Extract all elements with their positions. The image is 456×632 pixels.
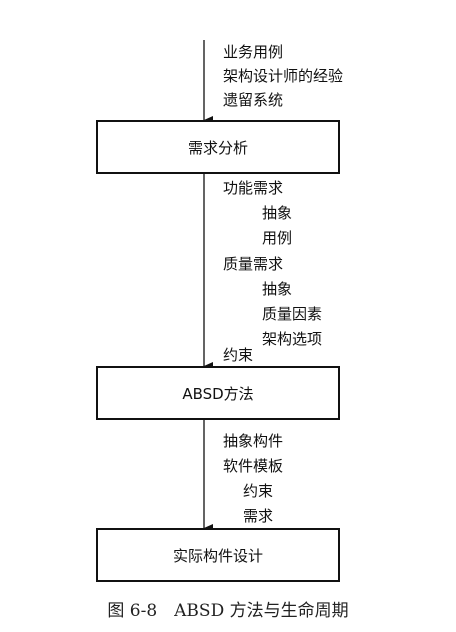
figure-caption: 图 6-8 ABSD 方法与生命周期	[107, 601, 349, 621]
output2-label-0: 抽象构件	[223, 432, 284, 450]
output1-label-7: 约束	[223, 346, 254, 364]
input-label-0: 业务用例	[223, 43, 284, 61]
output1-label-5: 质量因素	[262, 305, 323, 323]
output2-label-3: 需求	[243, 507, 274, 525]
requirements-analysis-box: 需求分析	[96, 120, 340, 174]
output2-label-1: 软件模板	[223, 457, 284, 475]
output1-label-4: 抽象	[262, 280, 293, 298]
output1-label-3: 质量需求	[223, 255, 284, 273]
output1-label-1: 抽象	[262, 204, 293, 222]
absd-method-box: ABSD方法	[96, 366, 340, 420]
output2-label-2: 约束	[243, 482, 274, 500]
actual-component-design-box: 实际构件设计	[96, 528, 340, 582]
actual-component-design-label: 实际构件设计	[172, 546, 263, 565]
output1-label-0: 功能需求	[223, 179, 284, 197]
absd-method-label: ABSD方法	[182, 384, 254, 403]
input-label-1: 架构设计师的经验	[223, 67, 344, 85]
requirements-analysis-label: 需求分析	[187, 138, 248, 157]
output1-label-2: 用例	[262, 229, 293, 247]
output1-label-6: 架构选项	[262, 330, 323, 348]
input-label-2: 遗留系统	[223, 91, 284, 109]
